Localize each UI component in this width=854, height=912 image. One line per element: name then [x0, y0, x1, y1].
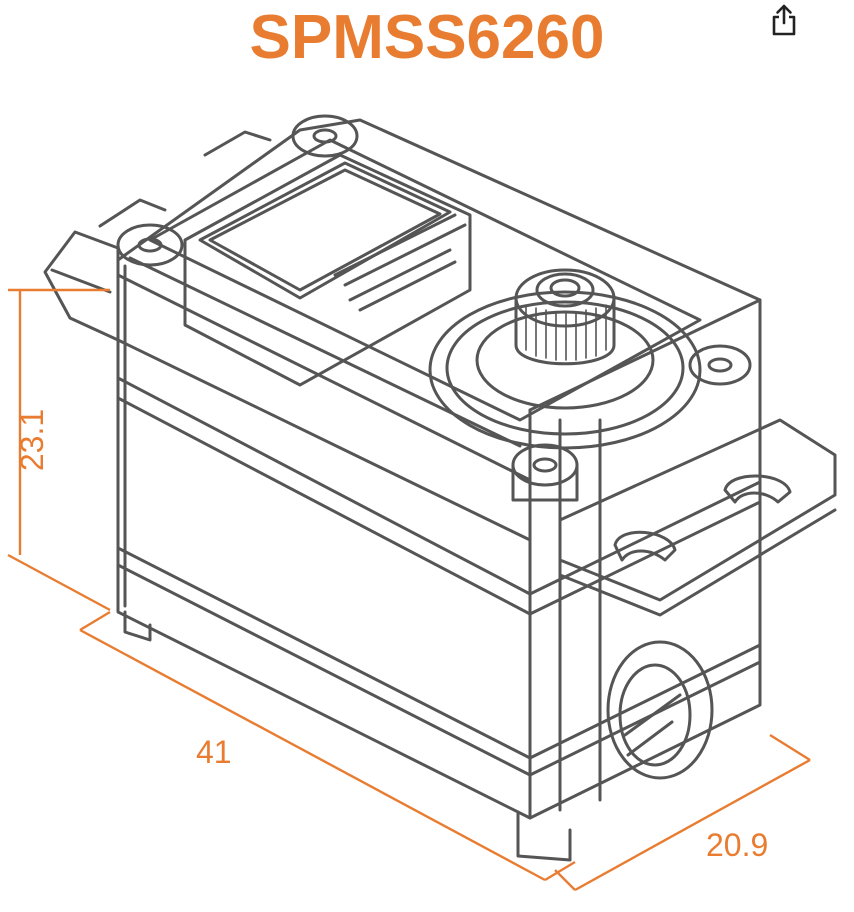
share-icon [772, 4, 796, 36]
servo-outline [43, 114, 837, 862]
product-title: SPMSS6260 [249, 3, 605, 72]
length-dimension-label: 41 [196, 734, 232, 770]
dimension-lines [7, 288, 811, 892]
height-dimension-label: 23.1 [14, 408, 50, 472]
width-dimension-label: 20.9 [706, 827, 769, 863]
share-button[interactable] [764, 0, 804, 40]
